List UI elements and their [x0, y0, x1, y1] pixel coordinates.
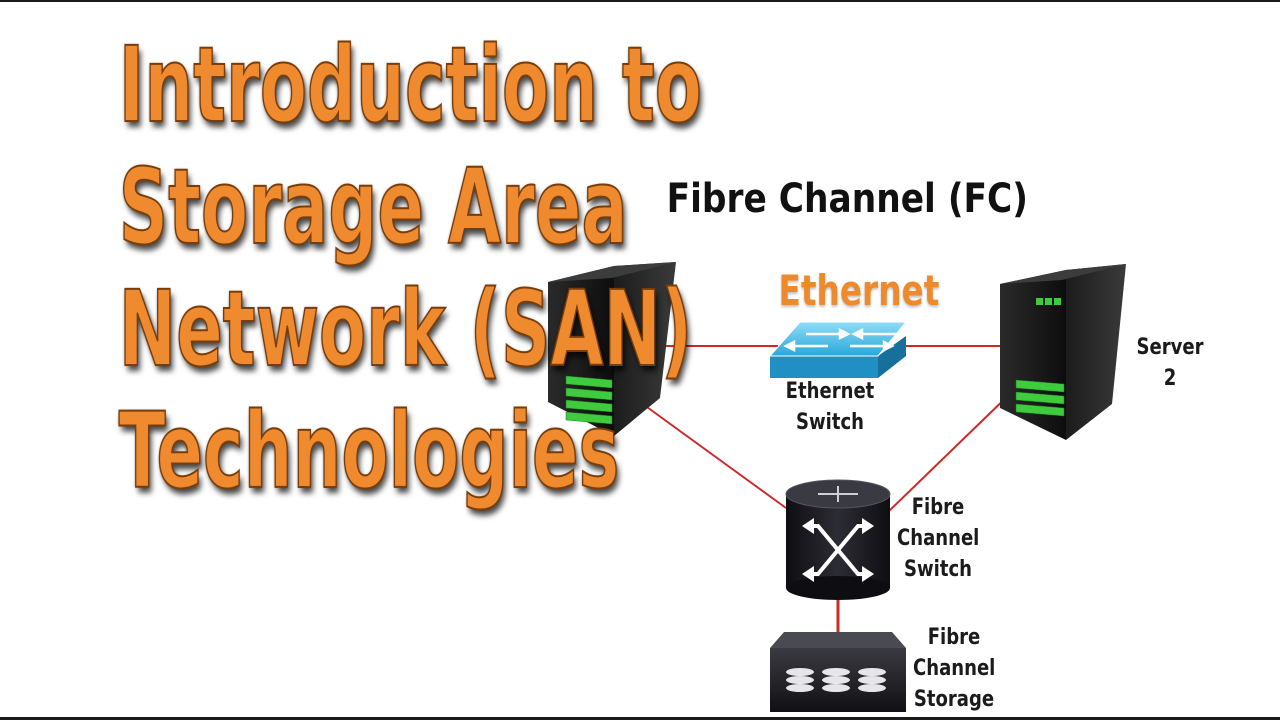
title-line-3: Network (SAN)	[119, 268, 541, 390]
fc-switch-icon	[786, 480, 890, 600]
video-title: Introduction to Storage Area Network (SA…	[10, 24, 650, 512]
title-line-4: Technologies	[119, 390, 541, 512]
ethernet-title: Ethernet	[778, 266, 909, 315]
fc-switch-label-line2: Channel	[897, 523, 979, 554]
fc-switch-label-line3: Switch	[897, 554, 979, 585]
fc-switch-label-line1: Fibre	[897, 492, 979, 523]
fc-storage-label-line3: Storage	[913, 684, 995, 715]
fc-storage-label-line1: Fibre	[913, 622, 995, 653]
fc-storage-label-line2: Channel	[913, 653, 995, 684]
fc-storage-label: Fibre Channel Storage	[913, 622, 995, 715]
title-line-2: Storage Area	[119, 146, 541, 268]
ethernet-switch-label-line1: Ethernet	[781, 376, 879, 407]
link-server1-fc-switch	[640, 402, 786, 508]
server-2	[1000, 264, 1126, 440]
fc-storage-icon	[770, 632, 906, 712]
ethernet-switch-label: Ethernet Switch	[781, 376, 879, 438]
server-2-label: Server 2	[1129, 332, 1211, 394]
fc-switch-label: Fibre Channel Switch	[897, 492, 979, 585]
title-line-1: Introduction to	[119, 24, 541, 146]
server-2-leds	[1016, 380, 1064, 416]
ethernet-switch-icon	[770, 322, 906, 378]
ethernet-switch-label-line2: Switch	[781, 407, 879, 438]
diagram-heading: Fibre Channel (FC)	[667, 176, 994, 222]
server-2-top-leds	[1036, 298, 1061, 305]
